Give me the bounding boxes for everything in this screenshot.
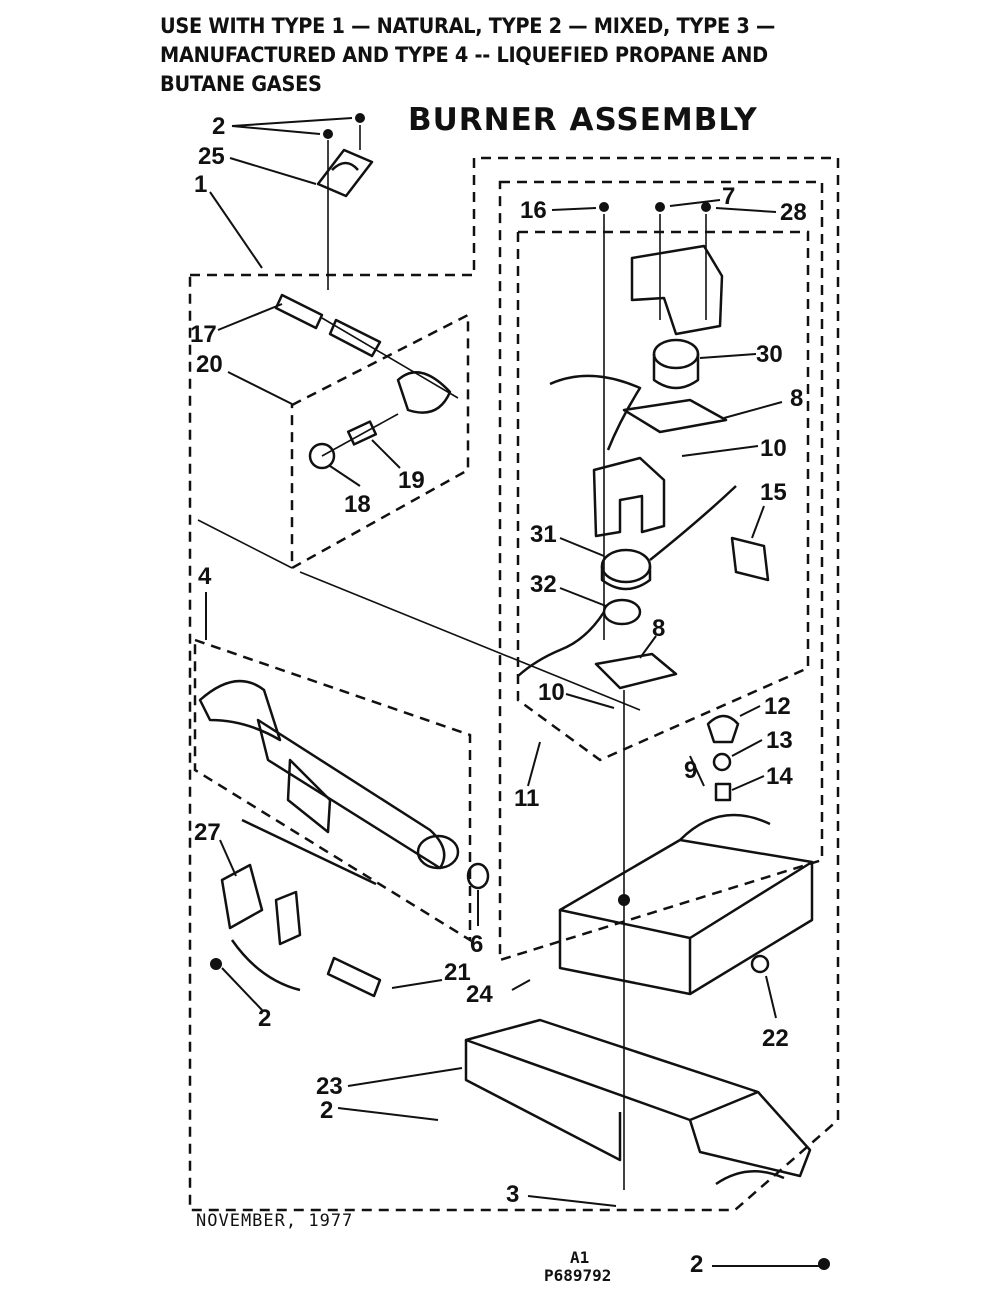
callout-label: 30 (756, 341, 783, 368)
lock-nut-part (750, 954, 770, 974)
callout-label: 14 (766, 763, 793, 790)
orifice-fitting-part (308, 413, 399, 470)
callout-label: 16 (520, 197, 547, 224)
callout-label: 2 (258, 1005, 271, 1032)
callout-label: 21 (444, 959, 471, 986)
callout-label: 8 (652, 615, 665, 642)
burner-tube-part (198, 679, 460, 886)
top-bracket-part (316, 113, 374, 290)
gas-type-note: USE WITH TYPE 1 — NATURAL, TYPE 2 — MIXE… (160, 12, 776, 99)
mounting-base-part (464, 1018, 812, 1186)
callout-label: 7 (722, 183, 735, 210)
callout-label: 8 (790, 385, 803, 412)
callout-label: 22 (762, 1025, 789, 1052)
callout-label: 4 (198, 563, 212, 590)
callout-label: 15 (760, 479, 787, 506)
callout-label: 19 (398, 467, 425, 494)
solenoid-coil-part (549, 338, 700, 451)
gas-valve-body-part (558, 690, 814, 1190)
callout-label: 28 (780, 199, 807, 226)
sheet-id: A1 (570, 1248, 590, 1267)
valve-mount-bracket-part (599, 202, 724, 640)
callout-label: 24 (466, 981, 493, 1008)
assembly-outline (188, 156, 840, 1212)
fitting-tube-part (274, 293, 459, 414)
diagram-title: BURNER ASSEMBLY (408, 102, 758, 138)
callout-label: 2 (212, 113, 225, 140)
callout-label: 17 (190, 321, 217, 348)
grommet-part (466, 862, 490, 890)
callout-label: 2 (320, 1097, 333, 1124)
bottom-screw-part (818, 1258, 830, 1270)
callout-label: 18 (344, 491, 371, 518)
callout-label: 10 (760, 435, 787, 462)
secondary-coil-part (600, 485, 737, 591)
gas-type-note-line: BUTANE GASES (160, 72, 322, 96)
igniter-bracket-part (210, 863, 382, 998)
sensor-coil-part (517, 598, 642, 677)
callout-label: 20 (196, 351, 223, 378)
revision-date: NOVEMBER, 1977 (196, 1211, 354, 1231)
valve-bracket-part (592, 456, 666, 538)
callout-labels: 2 25 1 17 20 18 19 4 27 2 21 6 24 23 2 3… (190, 113, 807, 1278)
callout-label: 32 (530, 571, 557, 598)
callout-label: 31 (530, 521, 557, 548)
gas-type-note-line: USE WITH TYPE 1 — NATURAL, TYPE 2 — MIXE… (160, 14, 776, 38)
callout-label: 23 (316, 1073, 343, 1100)
callout-label: 13 (766, 727, 793, 754)
callout-label: 6 (470, 931, 483, 958)
lower-mounting-plate-part (594, 652, 678, 690)
callout-label: 9 (684, 757, 697, 784)
burner-subframe-outline (193, 638, 472, 943)
callout-label: 1 (194, 171, 207, 198)
gas-type-note-line: MANUFACTURED AND TYPE 4 -- LIQUEFIED PRO… (160, 43, 768, 67)
mounting-plate-part (622, 398, 728, 434)
callout-leader-lines (205, 117, 822, 1267)
valve-spring-parts (706, 714, 740, 802)
callout-label: 3 (506, 1181, 519, 1208)
callout-label: 25 (198, 143, 225, 170)
panel-edge-line (197, 519, 641, 711)
wire-connector-part (730, 536, 770, 582)
callout-label: 12 (764, 693, 791, 720)
callout-label: 11 (514, 785, 539, 812)
part-number: P689792 (544, 1266, 612, 1285)
callout-label: 27 (194, 819, 221, 846)
valve-subframe-outline (516, 230, 810, 762)
callout-label: 2 (690, 1251, 703, 1278)
callout-label: 10 (538, 679, 565, 706)
